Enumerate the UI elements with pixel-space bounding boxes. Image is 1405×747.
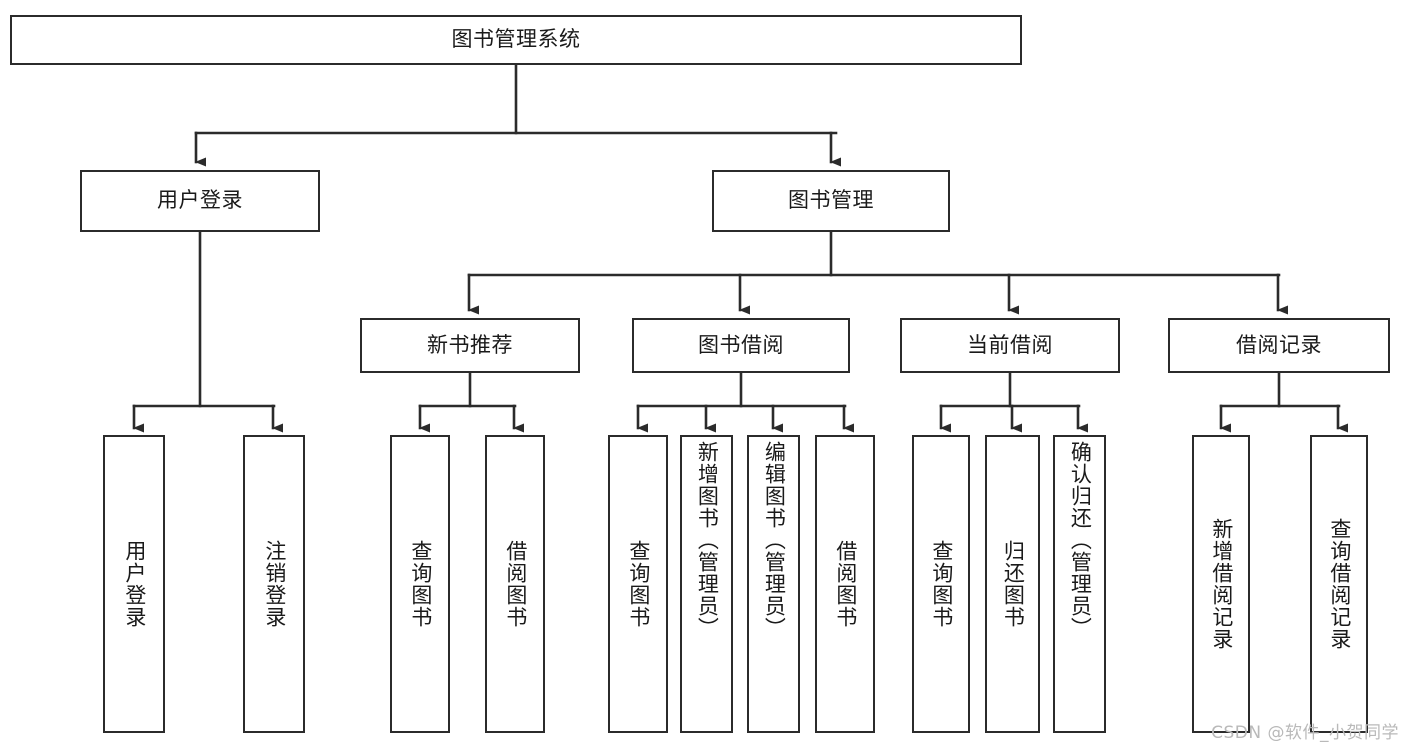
node-leaf-query-book-3[interactable]: 查询图书 bbox=[912, 435, 970, 733]
node-leaf-edit-book-label: 编辑图书（管理员） bbox=[762, 441, 787, 639]
node-leaf-add-book[interactable]: 新增图书（管理员） bbox=[680, 435, 733, 733]
node-current-borrow[interactable]: 当前借阅 bbox=[900, 318, 1120, 373]
node-leaf-query-book-2[interactable]: 查询图书 bbox=[608, 435, 668, 733]
csdn-watermark: CSDN @软件_小贺同学 bbox=[1211, 723, 1399, 743]
node-book-manage-label: 图书管理 bbox=[788, 188, 874, 213]
node-root-label: 图书管理系统 bbox=[451, 27, 581, 52]
node-new-book-recommend[interactable]: 新书推荐 bbox=[360, 318, 580, 373]
node-borrow-record[interactable]: 借阅记录 bbox=[1168, 318, 1390, 373]
node-leaf-logout[interactable]: 注销登录 bbox=[243, 435, 305, 733]
node-current-borrow-label: 当前借阅 bbox=[967, 332, 1053, 357]
node-leaf-borrow-book-1[interactable]: 借阅图书 bbox=[485, 435, 545, 733]
node-user-login[interactable]: 用户登录 bbox=[80, 170, 320, 232]
node-leaf-edit-book[interactable]: 编辑图书（管理员） bbox=[747, 435, 800, 733]
node-leaf-query-book-3-label: 查询图书 bbox=[929, 540, 954, 628]
node-leaf-query-book-1-label: 查询图书 bbox=[408, 540, 433, 628]
node-leaf-logout-label: 注销登录 bbox=[262, 540, 287, 628]
node-new-book-recommend-label: 新书推荐 bbox=[427, 332, 513, 357]
node-leaf-confirm-return[interactable]: 确认归还（管理员） bbox=[1053, 435, 1106, 733]
node-user-login-label: 用户登录 bbox=[157, 188, 243, 213]
node-book-borrow[interactable]: 图书借阅 bbox=[632, 318, 850, 373]
node-leaf-user-login[interactable]: 用户登录 bbox=[103, 435, 165, 733]
node-book-borrow-label: 图书借阅 bbox=[698, 332, 784, 357]
node-leaf-add-borrow-record-label: 新增借阅记录 bbox=[1209, 518, 1234, 650]
node-leaf-confirm-return-label: 确认归还（管理员） bbox=[1068, 441, 1093, 639]
node-leaf-return-book-label: 归还图书 bbox=[1001, 540, 1026, 628]
node-leaf-user-login-label: 用户登录 bbox=[122, 540, 147, 628]
node-leaf-add-book-label: 新增图书（管理员） bbox=[695, 441, 720, 639]
node-leaf-borrow-book-2[interactable]: 借阅图书 bbox=[815, 435, 875, 733]
node-leaf-return-book[interactable]: 归还图书 bbox=[985, 435, 1040, 733]
node-root[interactable]: 图书管理系统 bbox=[10, 15, 1022, 65]
node-leaf-query-borrow-record-label: 查询借阅记录 bbox=[1327, 518, 1352, 650]
node-borrow-record-label: 借阅记录 bbox=[1236, 332, 1322, 357]
node-book-manage[interactable]: 图书管理 bbox=[712, 170, 950, 232]
node-leaf-query-book-1[interactable]: 查询图书 bbox=[390, 435, 450, 733]
node-leaf-query-book-2-label: 查询图书 bbox=[626, 540, 651, 628]
node-leaf-borrow-book-2-label: 借阅图书 bbox=[833, 540, 858, 628]
node-leaf-add-borrow-record[interactable]: 新增借阅记录 bbox=[1192, 435, 1250, 733]
node-leaf-borrow-book-1-label: 借阅图书 bbox=[503, 540, 528, 628]
node-leaf-query-borrow-record[interactable]: 查询借阅记录 bbox=[1310, 435, 1368, 733]
